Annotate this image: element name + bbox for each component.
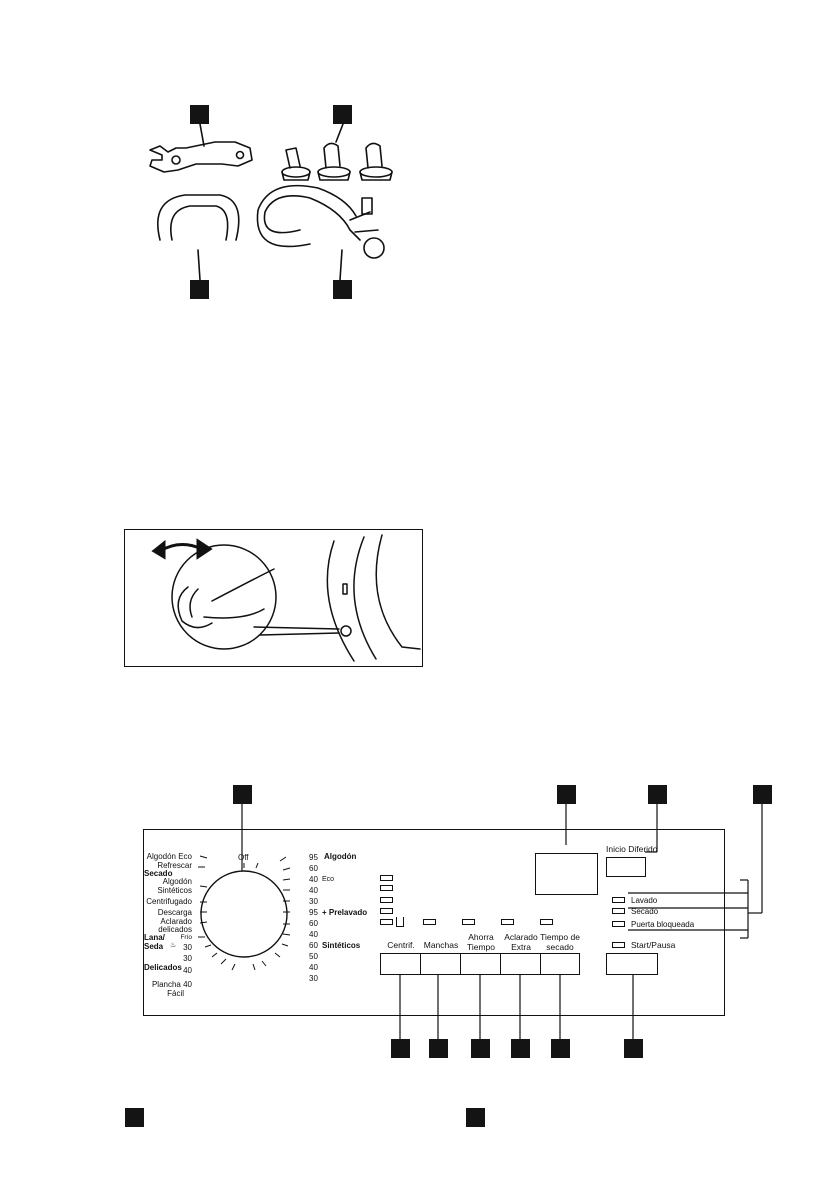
delay-start-label: Inicio Diferido bbox=[606, 844, 658, 854]
extra-rinse-button[interactable] bbox=[500, 953, 542, 975]
dial-temp: 95 bbox=[309, 853, 318, 862]
dial-label: Descarga bbox=[157, 908, 192, 917]
dial-label: Fácil bbox=[167, 989, 184, 998]
dry-time-button[interactable] bbox=[540, 953, 580, 975]
legend-marker-right bbox=[466, 1108, 485, 1127]
callout-marker-spin bbox=[391, 1039, 410, 1058]
spin-button-label: Centrif. bbox=[387, 940, 415, 950]
callout-marker-stains bbox=[429, 1039, 448, 1058]
spin-button[interactable] bbox=[380, 953, 422, 975]
dial-program-name: Algodón bbox=[324, 852, 357, 861]
status-label-door-locked: Puerta bloqueada bbox=[631, 920, 695, 929]
status-label-wash: Lavado bbox=[631, 896, 658, 905]
option-led-dry-time bbox=[540, 919, 553, 925]
callout-marker-plugs bbox=[333, 105, 352, 124]
option-led-stains bbox=[423, 919, 436, 925]
dial-temp: 60 bbox=[309, 864, 318, 873]
callout-marker-dry-time bbox=[551, 1039, 570, 1058]
dial-label: Lana/ bbox=[144, 933, 165, 942]
delay-start-button[interactable] bbox=[606, 857, 646, 877]
wool-icon: ♨ bbox=[170, 942, 177, 949]
stains-button-label: Manchas bbox=[423, 940, 459, 950]
detail-figure-frame bbox=[124, 529, 423, 667]
time-save-button[interactable] bbox=[460, 953, 502, 975]
option-led-time-save bbox=[462, 919, 475, 925]
dial-label: Centrifugado bbox=[146, 897, 192, 906]
dial-label: Plancha 40 bbox=[151, 980, 192, 989]
dial-label: 30 bbox=[183, 943, 192, 952]
dial-label: Secado bbox=[144, 869, 173, 878]
spin-speed-led bbox=[380, 885, 393, 891]
callout-marker-drain-hose bbox=[333, 280, 352, 299]
callout-marker-program-dial bbox=[233, 785, 252, 804]
dial-temp: 50 bbox=[309, 952, 318, 961]
dial-label: Algodón Eco bbox=[146, 852, 192, 861]
dial-off-label: Off bbox=[238, 853, 249, 862]
callout-marker-display bbox=[557, 785, 576, 804]
callout-marker-extra-rinse bbox=[511, 1039, 530, 1058]
wrench-icon bbox=[149, 123, 253, 173]
transit-plugs-icon bbox=[281, 123, 393, 181]
program-dial bbox=[200, 870, 288, 958]
dial-temp: 60 bbox=[309, 941, 318, 950]
display-window bbox=[535, 853, 598, 895]
option-led-extra-rinse bbox=[501, 919, 514, 925]
dial-temp: 40 bbox=[309, 963, 318, 972]
spin-speed-led bbox=[380, 897, 393, 903]
accessories-drawing bbox=[149, 123, 393, 281]
start-pause-label: Start/Pausa bbox=[631, 940, 676, 950]
dial-label: Algodón bbox=[162, 877, 192, 886]
rinse-hold-icon bbox=[396, 917, 404, 927]
dial-label: Seda bbox=[144, 942, 164, 951]
rotate-arrow-icon bbox=[151, 538, 213, 560]
dial-temp: 30 bbox=[309, 974, 318, 983]
status-label-dry: Secado bbox=[631, 907, 659, 916]
status-led-wash bbox=[612, 897, 625, 903]
dial-label: 30 bbox=[183, 954, 192, 963]
callout-marker-hose-guide bbox=[190, 280, 209, 299]
dry-time-button-label: Tiempo de secado bbox=[540, 932, 580, 952]
status-led-dry bbox=[612, 908, 625, 914]
callout-marker-time-save bbox=[471, 1039, 490, 1058]
dial-program-name: Sintéticos bbox=[322, 941, 361, 950]
hose-guide-icon bbox=[156, 194, 240, 281]
dial-temp: 95 bbox=[309, 908, 318, 917]
callout-marker-wrench bbox=[190, 105, 209, 124]
dial-label: Refrescar bbox=[157, 861, 192, 870]
control-panel bbox=[143, 829, 725, 1016]
start-led bbox=[612, 942, 625, 948]
extra-rinse-button-label: Aclarado Extra bbox=[504, 932, 538, 952]
dial-temp: 30 bbox=[309, 897, 318, 906]
dial-temp: 40 bbox=[309, 930, 318, 939]
callout-marker-delay-button bbox=[648, 785, 667, 804]
dial-temp: 40 bbox=[309, 886, 318, 895]
dial-label: Aclarado bbox=[160, 917, 192, 926]
legend-marker-left bbox=[125, 1108, 144, 1127]
dial-label: Sintéticos bbox=[157, 886, 192, 895]
stains-button[interactable] bbox=[420, 953, 462, 975]
dial-temp: 60 bbox=[309, 919, 318, 928]
detail-figure-drawing bbox=[151, 534, 421, 662]
dial-label: delicados bbox=[158, 925, 192, 934]
dial-label: 40 bbox=[183, 966, 192, 975]
spin-speed-led bbox=[380, 908, 393, 914]
callout-marker-start bbox=[624, 1039, 643, 1058]
callout-marker-status-leds bbox=[753, 785, 772, 804]
dial-label: Frío bbox=[180, 934, 192, 941]
start-pause-button[interactable] bbox=[606, 953, 658, 975]
dial-program-name: Eco bbox=[322, 876, 335, 883]
spin-speed-led bbox=[380, 919, 393, 925]
dial-program-name: + Prelavado bbox=[322, 908, 368, 917]
drain-hose-icon bbox=[256, 184, 385, 281]
dial-label: Delicados bbox=[144, 963, 182, 972]
spin-speed-led bbox=[380, 875, 393, 881]
status-led-door-locked bbox=[612, 921, 625, 927]
time-save-button-label: Ahorra Tiempo bbox=[466, 932, 496, 952]
dial-temp: 40 bbox=[309, 875, 318, 884]
